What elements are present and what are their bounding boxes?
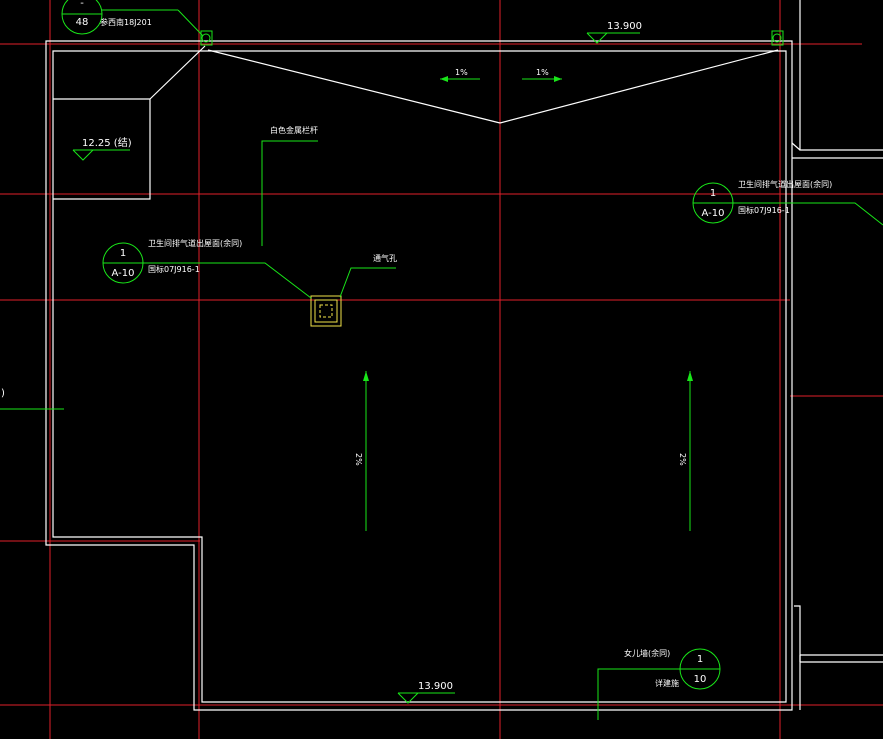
drain-right-icon [772,33,782,43]
vent-text: 通气孔 [373,253,397,263]
top-ref-leader-2 [177,9,204,37]
valley-top-left [207,49,501,124]
detail-left-line1: 卫生间排气道出屋面(余同) [148,238,242,248]
wall-right-fragment-3 [791,142,801,151]
roof-drains [200,30,784,46]
wall-bottom-right-fragment [794,605,801,710]
valley-top-right [499,49,779,124]
slope-arrows: 1% 1% 2% 2% [354,68,693,531]
slope-left-text: 1% [455,68,468,77]
detail-left-bottom: A-10 [112,268,135,279]
valley-lines [207,49,779,124]
elev-room-triangle-icon [72,149,94,161]
detail-right-line1: 卫生间排气道出屋面(余同) [738,179,832,189]
parapet-walls [45,0,883,711]
detail-left: 1 A-10 卫生间排气道出屋面(余同) 国标07J916-1 [102,238,312,299]
detail-right-bottom: A-10 [702,208,725,219]
top-reference: - 48 参西南18J201 [61,0,204,37]
wall-right-fragment [799,0,883,151]
elevation-top: 13.900 [586,21,642,44]
detail-right: 1 A-10 卫生间排气道出屋面(余同) 国标07J916-1 [692,179,883,226]
drain-left-icon [201,33,211,43]
detail-right-top: 1 [710,188,716,199]
elevation-bottom: 13.900 [397,681,455,704]
elevation-room: 12.25 (结) [72,136,132,161]
slope-right-arrow-head-icon [554,76,562,82]
drain-left [200,30,213,46]
detail-left-line2: 国标07J916-1 [148,264,200,274]
slope-right-mid-text: 2% [678,453,687,466]
elev-top-triangle-icon [586,32,608,44]
vent-hole: 通气孔 [310,253,397,327]
raised-room [53,45,206,200]
left-edge-fragment: ) [0,388,64,410]
vent-outer [310,295,342,327]
detail-bottom: 1 10 女儿墙(余同) 详建施 [597,648,721,720]
elev-top-text: 13.900 [607,21,642,32]
railing-leader [261,140,318,246]
top-ref-note: 参西南18J201 [100,17,152,27]
elev-bottom-triangle-icon [397,692,419,704]
slope-mid-text: 2% [354,453,363,466]
detail-bottom-bottom: 10 [694,674,707,685]
top-ref-bottom: 48 [76,17,89,28]
detail-bottom-line1: 女儿墙(余同) [624,648,670,658]
room-outline [53,98,151,200]
detail-right-leader [733,202,883,226]
detail-bottom-top: 1 [697,654,703,665]
detail-left-top: 1 [120,248,126,259]
left-edge-text: ) [1,388,5,399]
slope-left-arrow-head-icon [440,76,448,82]
slope-mid-arrow-head-icon [363,371,369,381]
railing-note: 白色金属栏杆 [261,125,318,246]
slope-right-text: 1% [536,68,549,77]
railing-text: 白色金属栏杆 [270,125,318,135]
vent-inner [319,304,333,318]
slope-right-mid-arrow-head-icon [687,371,693,381]
drain-right [771,30,784,46]
vent-mid [314,299,338,323]
detail-bottom-leader [597,668,680,720]
wall-outer [45,40,793,711]
elev-bottom-text: 13.900 [418,681,453,692]
detail-right-line2: 国标07J916-1 [738,205,790,215]
valley-left [149,45,206,100]
elev-room-text: 12.25 (结) [82,136,132,149]
top-ref-top: - [80,0,84,9]
detail-left-leader [143,262,312,299]
vent-leader [339,267,396,298]
detail-bottom-line2: 详建施 [655,678,679,688]
wall-inner [52,50,787,703]
